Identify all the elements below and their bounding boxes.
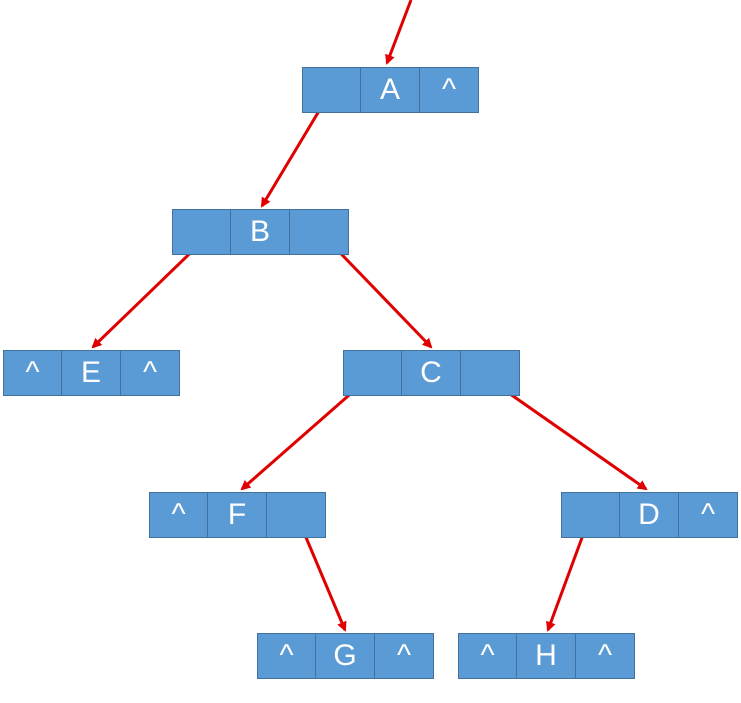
node-data: D bbox=[620, 492, 679, 538]
node-data: H bbox=[517, 633, 576, 679]
left-child-pointer: ^ bbox=[257, 633, 316, 679]
node-a: A ^ bbox=[302, 67, 479, 113]
right-child-pointer bbox=[290, 209, 349, 255]
right-child-pointer: ^ bbox=[576, 633, 635, 679]
left-child-pointer: ^ bbox=[149, 492, 208, 538]
node-d: D ^ bbox=[561, 492, 738, 538]
right-child-pointer bbox=[461, 350, 520, 396]
node-data: C bbox=[402, 350, 461, 396]
left-child-pointer bbox=[302, 67, 361, 113]
node-e: ^ E ^ bbox=[3, 350, 180, 396]
left-child-pointer bbox=[561, 492, 620, 538]
node-f: ^ F bbox=[149, 492, 326, 538]
node-h: ^ H ^ bbox=[458, 633, 635, 679]
node-g: ^ G ^ bbox=[257, 633, 434, 679]
left-child-pointer: ^ bbox=[3, 350, 62, 396]
arrow-root-to-a bbox=[385, 0, 413, 65]
node-data: E bbox=[62, 350, 121, 396]
right-child-pointer: ^ bbox=[121, 350, 180, 396]
node-b: B bbox=[172, 209, 349, 255]
right-child-pointer: ^ bbox=[420, 67, 479, 113]
node-c: C bbox=[343, 350, 520, 396]
right-child-pointer: ^ bbox=[679, 492, 738, 538]
left-child-pointer bbox=[343, 350, 402, 396]
node-data: A bbox=[361, 67, 420, 113]
right-child-pointer: ^ bbox=[375, 633, 434, 679]
node-data: G bbox=[316, 633, 375, 679]
left-child-pointer bbox=[172, 209, 231, 255]
right-child-pointer bbox=[267, 492, 326, 538]
node-data: F bbox=[208, 492, 267, 538]
left-child-pointer: ^ bbox=[458, 633, 517, 679]
node-data: B bbox=[231, 209, 290, 255]
